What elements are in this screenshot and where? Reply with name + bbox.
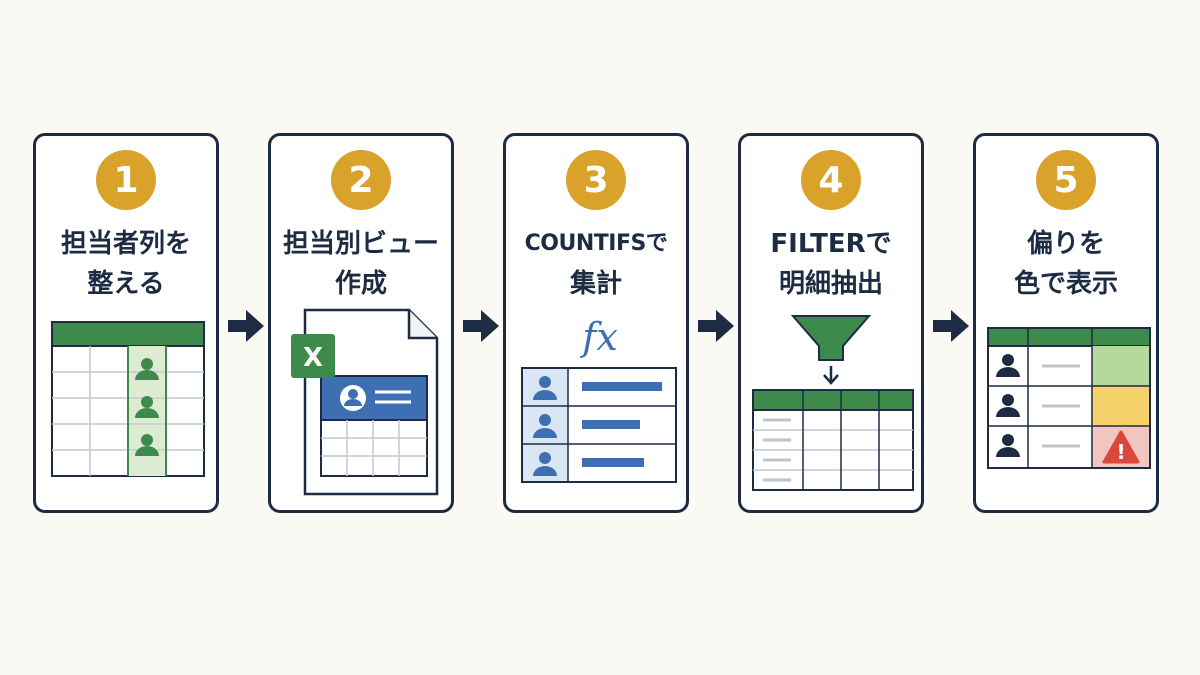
step-title-line2: 明細抽出 bbox=[778, 269, 883, 299]
step-title-line2: 整える bbox=[87, 269, 165, 299]
excel-document-illustration: X bbox=[291, 308, 439, 496]
step-number-badge: 2 bbox=[331, 150, 391, 210]
countifs-table-illustration: fx bbox=[521, 315, 677, 483]
warning-icon bbox=[1102, 430, 1140, 464]
arrow-down-icon bbox=[823, 366, 839, 385]
step-number-badge: 1 bbox=[96, 150, 156, 210]
arrow-right-icon bbox=[463, 310, 499, 342]
step-number-badge: 5 bbox=[1036, 150, 1096, 210]
step-title-line2: 色で表示 bbox=[1013, 269, 1118, 299]
excel-icon bbox=[291, 334, 335, 378]
step-card-4: 4 FILTERで 明細抽出 bbox=[738, 133, 924, 513]
arrow-right-icon bbox=[933, 310, 969, 342]
step-card-1: 1 担当者列を 整える bbox=[33, 133, 219, 513]
arrow-right-icon bbox=[228, 310, 264, 342]
person-icons bbox=[533, 376, 557, 476]
step-title-line1: 担当別ビュー bbox=[282, 229, 439, 259]
person-icons bbox=[996, 354, 1020, 457]
funnel-icon bbox=[790, 315, 872, 361]
warning-icon-mark: ! bbox=[1116, 440, 1125, 464]
arrow-right-icon bbox=[698, 310, 734, 342]
function-icon: fx bbox=[579, 315, 618, 359]
step-title-line1: FILTERで bbox=[770, 229, 892, 259]
step-title-line1: 担当者列を bbox=[60, 229, 191, 259]
step-title-line2: 集計 bbox=[569, 269, 622, 299]
excel-icon-letter: X bbox=[303, 343, 323, 373]
step-title: 担当別ビュー 作成 bbox=[275, 224, 447, 304]
step-title-line2: 作成 bbox=[334, 269, 387, 299]
step-card-3: 3 COUNTIFSで 集計 fx bbox=[503, 133, 689, 513]
step-card-2: 2 担当別ビュー 作成 X bbox=[268, 133, 454, 513]
step-title-line1: COUNTIFSで bbox=[524, 231, 668, 256]
step-title: COUNTIFSで 集計 bbox=[510, 224, 682, 304]
step-card-5: 5 偏りを 色で表示 ! bbox=[973, 133, 1159, 513]
spreadsheet-column-illustration bbox=[51, 321, 205, 477]
step-title-line1: 偏りを bbox=[1026, 229, 1105, 259]
person-icons bbox=[135, 358, 159, 456]
step-title: 偏りを 色で表示 bbox=[980, 224, 1152, 304]
step-number-badge: 4 bbox=[801, 150, 861, 210]
step-title: 担当者列を 整える bbox=[40, 224, 212, 304]
step-title: FILTERで 明細抽出 bbox=[745, 224, 917, 304]
count-bars bbox=[582, 382, 662, 467]
color-status-table-illustration: ! bbox=[987, 327, 1151, 469]
step-number-badge: 3 bbox=[566, 150, 626, 210]
filter-table-illustration bbox=[752, 315, 914, 491]
